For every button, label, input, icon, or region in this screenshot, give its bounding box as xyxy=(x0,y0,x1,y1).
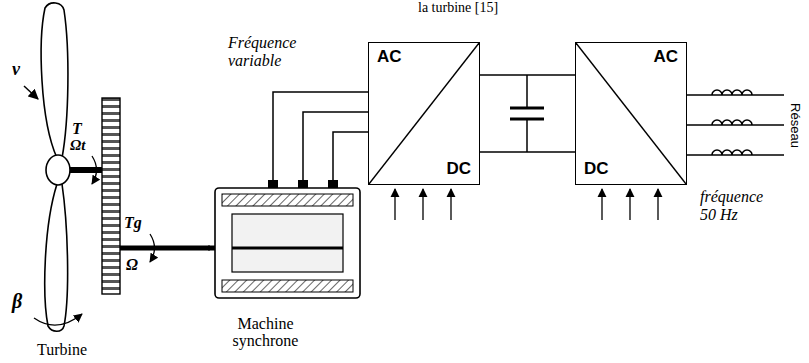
converter-label: AC xyxy=(653,48,678,67)
machine-node: Machine synchrone xyxy=(210,176,365,356)
pitch-arrow xyxy=(34,314,82,325)
edge-label: fréquence 50 Hz xyxy=(698,188,778,223)
machine-shaft xyxy=(232,247,343,250)
symbol-label: Ω xyxy=(126,256,138,274)
wire xyxy=(273,92,368,180)
capacitor-plate xyxy=(510,107,544,110)
terminal xyxy=(268,180,278,188)
converter-diagonal xyxy=(576,43,686,184)
wire xyxy=(333,132,368,180)
dc-bus xyxy=(480,75,575,152)
control-arrow xyxy=(394,189,395,220)
control-arrow xyxy=(601,189,602,220)
wind-arrow xyxy=(24,86,38,99)
symbol-label: T xyxy=(72,120,82,138)
node-label: Machine synchrone xyxy=(216,315,316,350)
turbine-blade xyxy=(41,3,68,158)
symbol-label: Ωt xyxy=(70,137,85,154)
turbine-hub xyxy=(46,155,70,185)
converter-box: AC DC xyxy=(368,42,480,185)
wire xyxy=(480,151,575,153)
turbine-blade xyxy=(45,184,68,331)
stator xyxy=(222,280,353,292)
symbol-label: β xyxy=(12,290,22,312)
symbol-label: v xyxy=(12,60,20,80)
converter-label: AC xyxy=(377,48,402,67)
wire xyxy=(480,74,575,76)
capacitor-lead xyxy=(526,119,528,152)
gearbox xyxy=(102,98,120,294)
symbol-label: Tg xyxy=(124,214,142,232)
wire xyxy=(687,124,784,126)
control-arrow xyxy=(450,189,451,220)
converter-box: AC DC xyxy=(575,42,687,185)
rotor xyxy=(232,214,343,272)
terminal xyxy=(328,180,338,188)
grid-wires xyxy=(687,95,784,155)
grid-node: Réseau xyxy=(784,60,806,190)
control-arrow xyxy=(657,189,658,220)
wire xyxy=(687,154,784,156)
wire xyxy=(687,94,784,96)
stator xyxy=(222,194,353,206)
rotation-arrow xyxy=(92,156,97,184)
converter-label: DC xyxy=(584,160,609,179)
wire xyxy=(120,246,210,251)
wire xyxy=(303,112,368,180)
edge-label: Fréquence variable xyxy=(226,34,318,69)
converter-label: DC xyxy=(446,160,471,179)
three-phase-wires xyxy=(273,92,368,180)
control-arrow xyxy=(422,189,423,220)
machine-body xyxy=(215,188,360,298)
terminal xyxy=(298,180,308,188)
capacitor-lead xyxy=(526,75,528,108)
node-label: Turbine xyxy=(35,341,89,359)
caption-fragment: la turbine [15] xyxy=(418,0,498,15)
control-arrow xyxy=(629,189,630,220)
converter-diagonal xyxy=(369,43,479,184)
mechanical-shaft xyxy=(120,248,210,249)
node-label: Réseau xyxy=(788,103,803,148)
